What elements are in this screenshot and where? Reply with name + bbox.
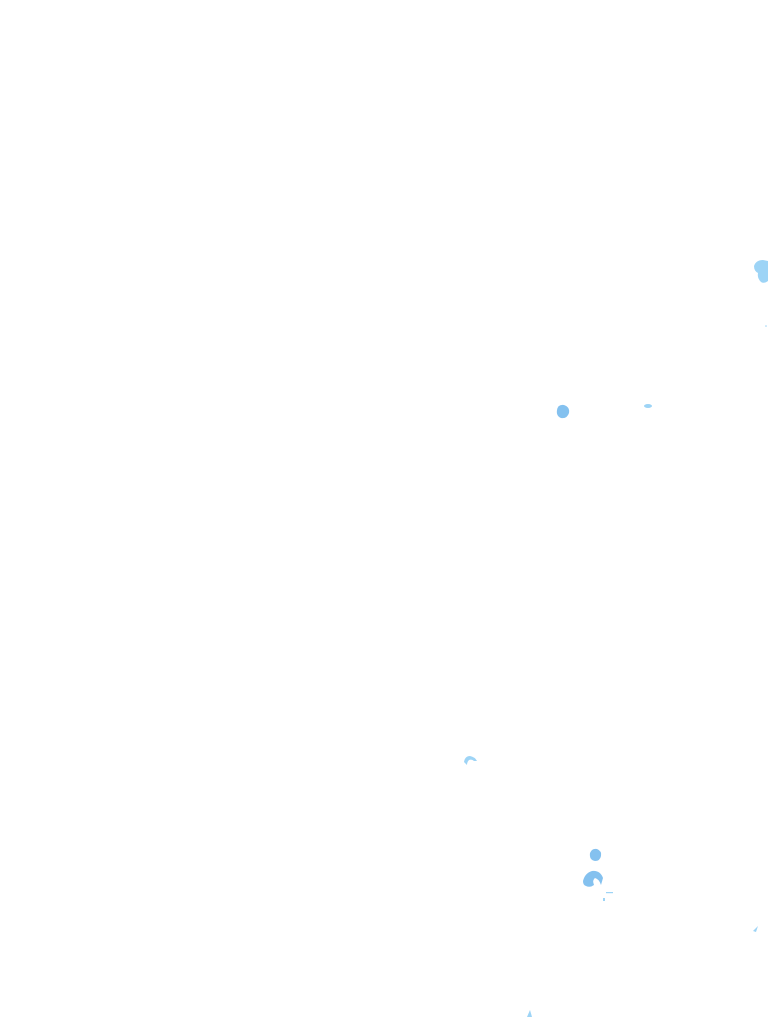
paint-speck xyxy=(753,926,758,932)
paint-speck xyxy=(606,892,613,894)
paint-speck xyxy=(765,325,767,327)
paint-speck xyxy=(556,404,570,419)
paint-speck xyxy=(754,260,768,283)
paint-speck xyxy=(644,404,652,408)
paint-speck xyxy=(589,848,602,861)
paint-speck xyxy=(583,870,603,887)
paint-speck xyxy=(603,898,605,901)
paint-speck xyxy=(527,1010,532,1017)
paint-speck xyxy=(464,756,477,765)
